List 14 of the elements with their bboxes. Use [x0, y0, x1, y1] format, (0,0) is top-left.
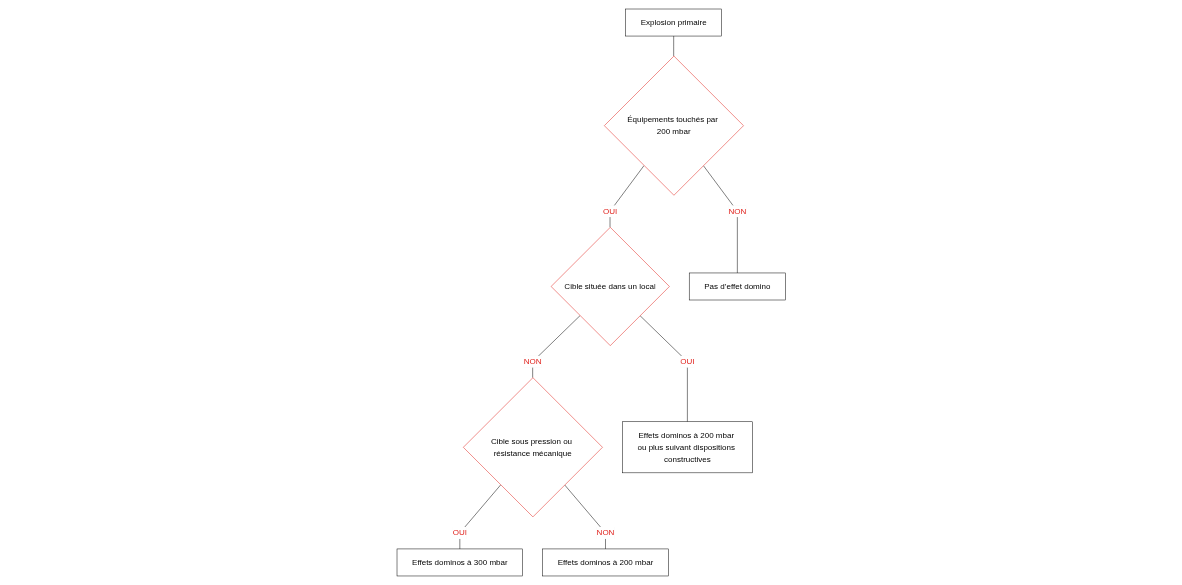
edge-label: NON	[728, 206, 746, 216]
node-box: Effets dominos à 200 mbar	[542, 548, 669, 577]
node-box: Effets dominos à 200 mbar ou plus suivant dispositions constructives	[621, 421, 753, 474]
edge-label: NON	[523, 357, 542, 366]
node-box: Pas d’effet domino	[688, 272, 786, 301]
node-box: Effets dominos à 300 mbar	[396, 548, 523, 577]
node-diamond: Cible située dans un local	[550, 227, 670, 346]
edge-label: NON	[596, 528, 615, 537]
edge-label: OUI	[680, 357, 695, 366]
node-diamond: Cible sous pression ou résistance mécanique	[462, 377, 603, 518]
edge-label: OUI	[452, 528, 467, 537]
node-diamond: Équipements touchés par 200 mbar	[603, 55, 744, 196]
node-box: Explosion primaire	[625, 8, 722, 37]
edge-label: OUI	[602, 206, 617, 216]
